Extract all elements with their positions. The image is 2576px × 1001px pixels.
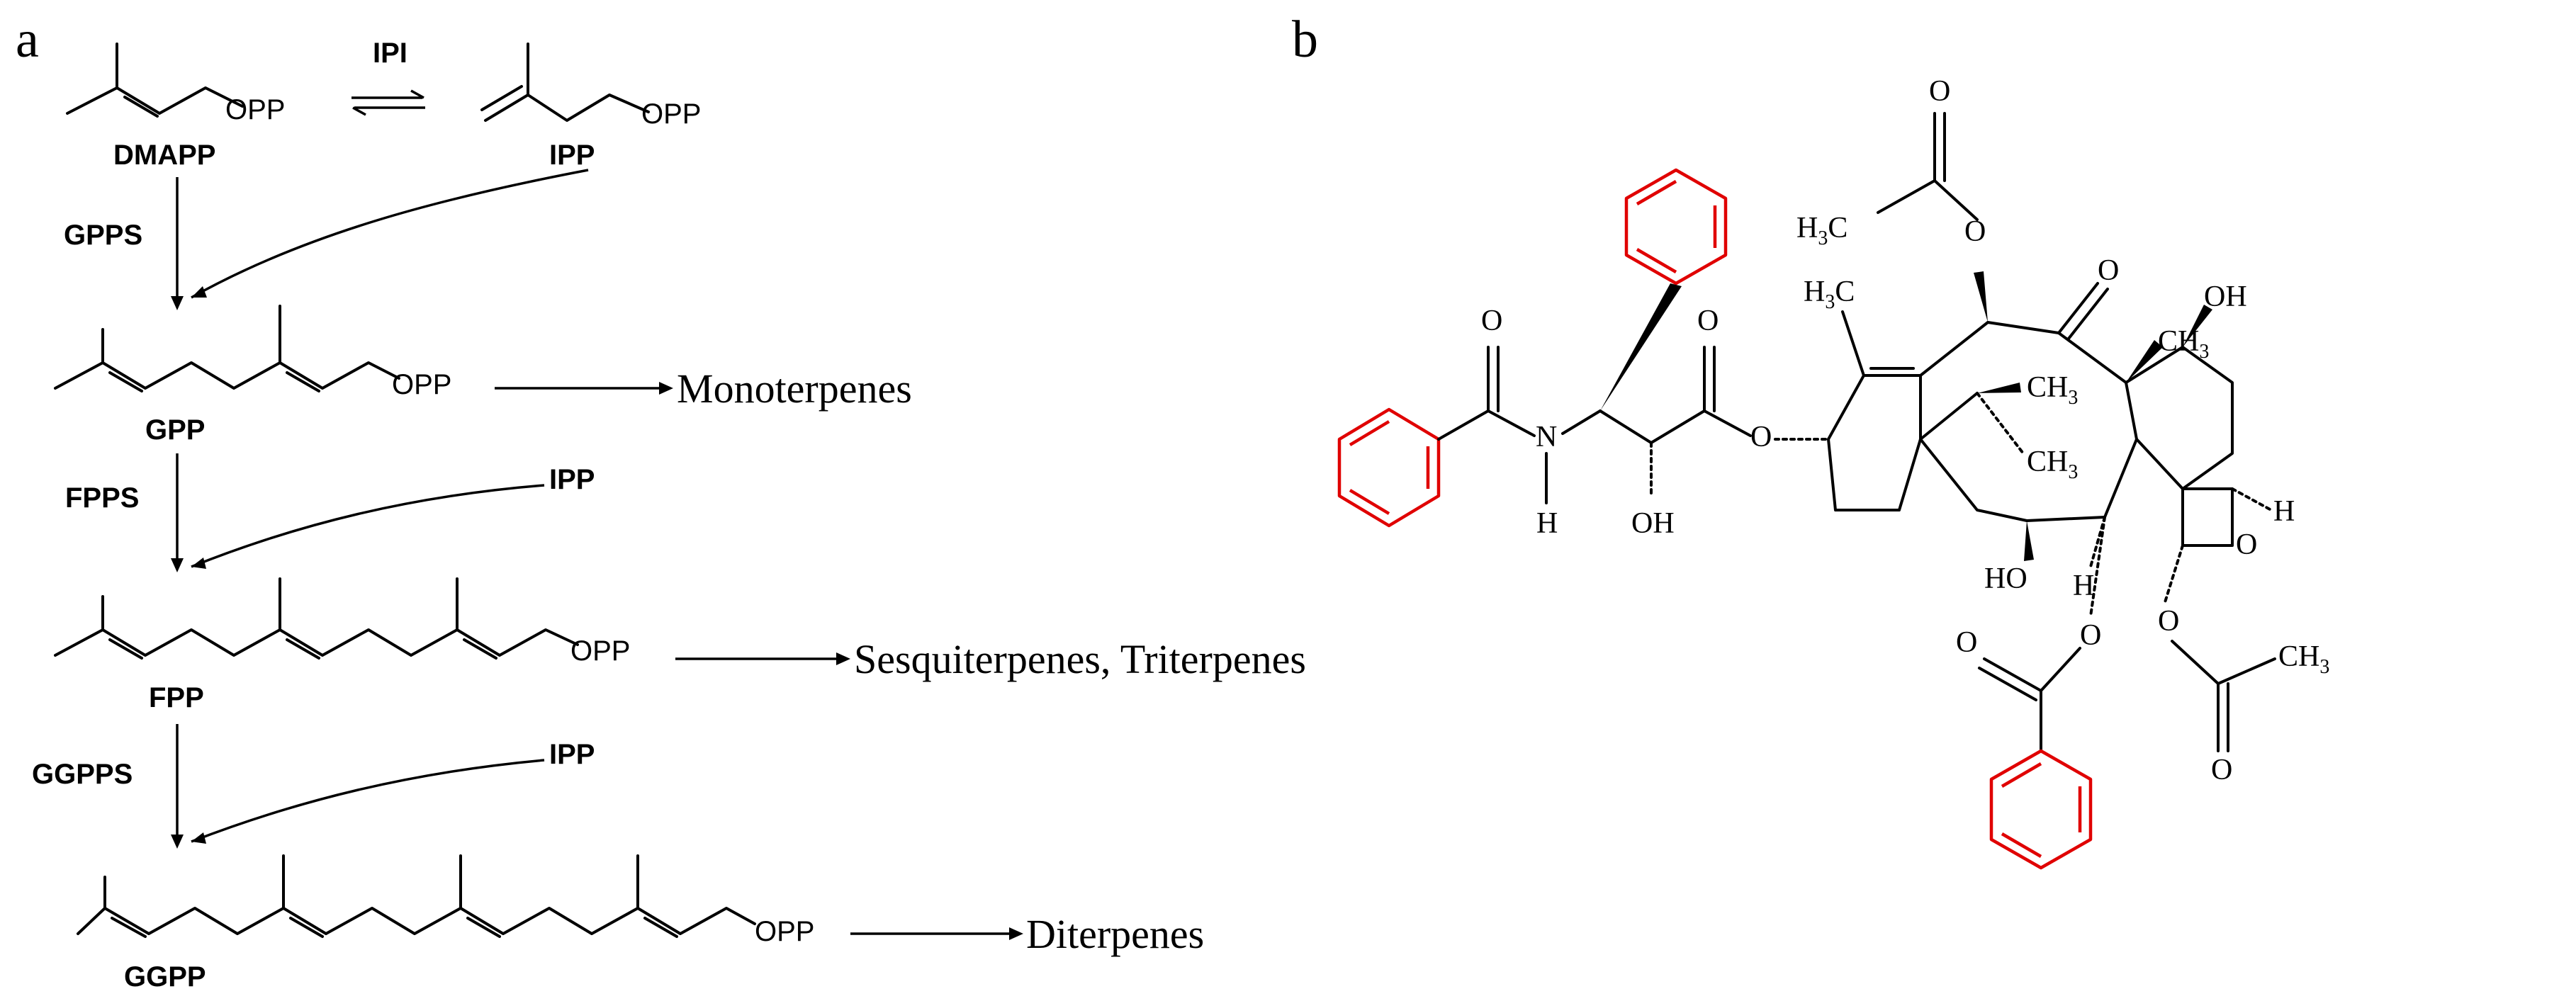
diterpenes-label: Diterpenes: [1026, 911, 1204, 957]
benzoate-carbonyl-o: O: [1956, 626, 1977, 659]
c3-h: H: [2073, 570, 2094, 602]
ipp-top-label: IPP: [549, 140, 595, 171]
ketone-o: O: [2098, 254, 2119, 287]
paclitaxel-structure: O N H OH O O H3C CH3 CH3: [1337, 75, 2329, 870]
c1-ho: HO: [1984, 562, 2027, 595]
amide-o: O: [1481, 305, 1502, 337]
c4-acetate-o: O: [2158, 605, 2179, 638]
monoterpenes-label: Monoterpenes: [677, 366, 912, 412]
benzoate-o: O: [2080, 619, 2101, 652]
gem-ch3-2: CH3: [2027, 446, 2078, 483]
ipp-label-2: IPP: [549, 464, 595, 495]
amide-h: H: [1536, 507, 1558, 540]
side-chain-oh: OH: [1631, 507, 1675, 540]
c4-acetyl-ch3: CH3: [2278, 640, 2329, 678]
ipp-arrow-1: [191, 169, 589, 299]
gpps-label: GPPS: [64, 220, 142, 251]
oxetane-h: H: [2273, 495, 2295, 528]
ipp-arrow-2: [191, 484, 545, 568]
equilibrium-arrows: [351, 89, 425, 116]
benzoyl-phenyl-ring: [1337, 407, 1441, 528]
oxetane-o: O: [2236, 528, 2257, 561]
c4-acetyl-o: O: [2211, 754, 2232, 786]
acetoxy-o-top: O: [1964, 215, 1986, 248]
dmapp-structure: OPP: [66, 43, 285, 125]
gpp-label: GPP: [145, 414, 205, 446]
c8-methyl: CH3: [2158, 325, 2209, 363]
side-chain-phenyl-ring: [1624, 168, 1728, 285]
ipp-arrow-3: [191, 759, 545, 843]
ipp-label-3: IPP: [549, 739, 595, 770]
ggpp-opp: OPP: [755, 916, 814, 947]
gpp-structure: OPP: [54, 305, 451, 400]
fpp-structure: OPP: [54, 577, 630, 667]
c7-oh: OH: [2204, 281, 2247, 313]
fpps-label: FPPS: [65, 482, 139, 514]
ipp-structure: OPP: [480, 43, 701, 130]
gpp-opp: OPP: [392, 369, 451, 400]
dmapp-opp: OPP: [225, 94, 285, 125]
amide-n: N: [1536, 421, 1557, 453]
dmapp-label: DMAPP: [113, 140, 215, 171]
panel-a-letter: a: [16, 11, 39, 69]
ipi-label: IPI: [373, 38, 407, 69]
benzoate-phenyl-ring: [1989, 749, 2093, 870]
panel-b-letter: b: [1292, 11, 1318, 69]
ggpp-structure: OPP: [77, 854, 814, 947]
sesquiterpenes-label: Sesquiterpenes, Triterpenes: [854, 636, 1306, 682]
ggpps-label: GGPPS: [32, 759, 133, 790]
gem-ch3-1: CH3: [2027, 371, 2078, 409]
ipp-top-opp: OPP: [641, 98, 701, 130]
ggpp-label: GGPP: [124, 961, 206, 992]
fpp-opp: OPP: [570, 635, 630, 667]
acetyl-o-top: O: [1929, 75, 1950, 108]
acetyl-ch3-top: H3C: [1796, 212, 1847, 249]
ester-carbonyl-o: O: [1697, 305, 1719, 337]
methyl-ch3-a: H3C: [1804, 276, 1855, 313]
fpp-label: FPP: [149, 682, 204, 713]
ester-o: O: [1750, 421, 1772, 453]
